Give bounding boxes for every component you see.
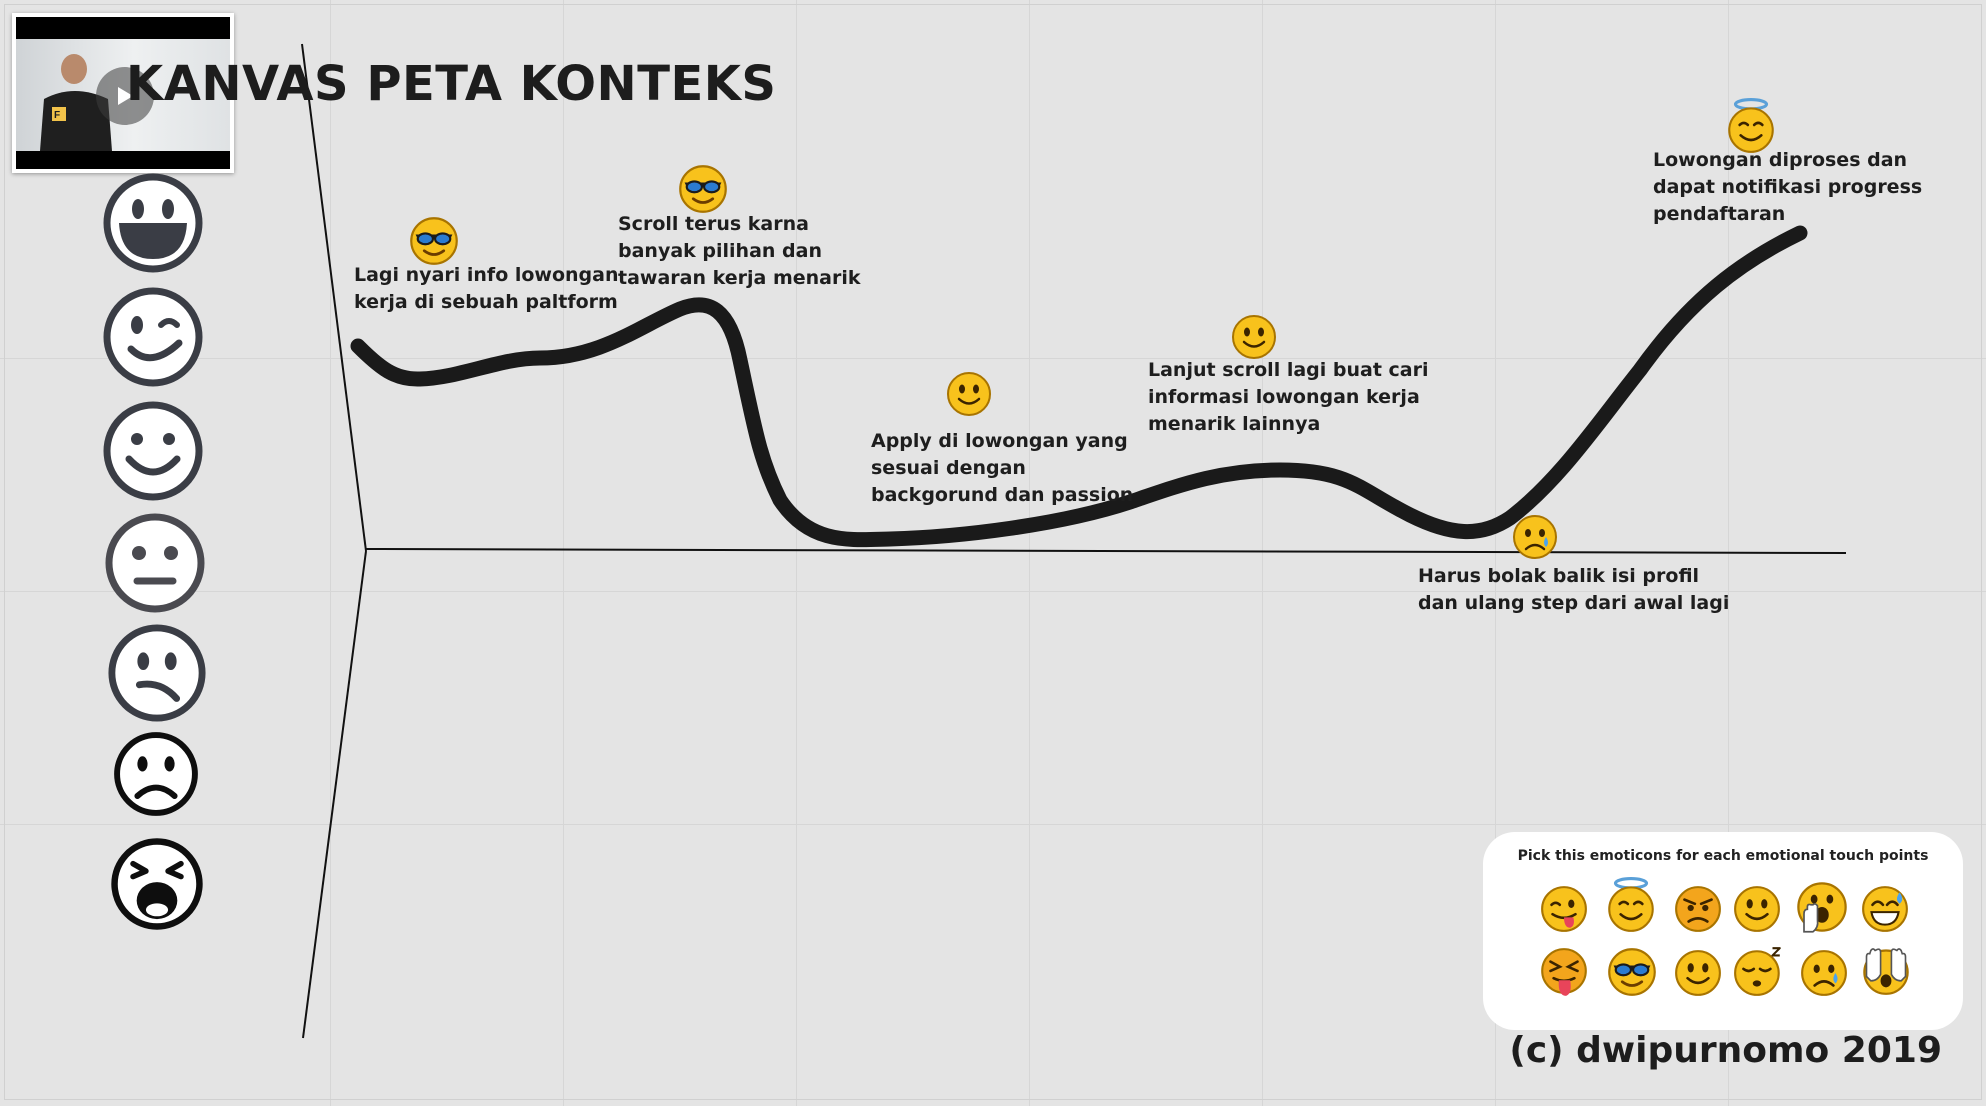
presenter-figure: F bbox=[40, 54, 112, 151]
slightly-sad-face-icon bbox=[108, 624, 206, 722]
note-line: informasi lowongan kerja bbox=[1148, 386, 1420, 408]
sad-tear-face-icon bbox=[1513, 515, 1557, 559]
sunglasses-face-icon bbox=[679, 165, 727, 213]
svg-text:F: F bbox=[54, 110, 60, 121]
sunglasses-face-icon[interactable] bbox=[1606, 946, 1658, 998]
touchpoint-note-3: Apply di lowongan yang sesuai dengan bac… bbox=[871, 428, 1133, 509]
grid-line bbox=[330, 0, 331, 1106]
smiling-face-icon[interactable] bbox=[1732, 884, 1782, 934]
smiling-face-icon bbox=[103, 401, 203, 501]
note-line: Lowongan diproses dan bbox=[1653, 149, 1908, 171]
canvas-frame bbox=[4, 4, 1982, 1100]
grid-line bbox=[0, 358, 1986, 359]
scared-hands-face-icon[interactable] bbox=[1860, 944, 1912, 996]
note-line: kerja di sebuah paltform bbox=[354, 291, 618, 313]
note-line: Apply di lowongan yang bbox=[871, 430, 1128, 452]
note-line: banyak pilihan dan bbox=[618, 240, 822, 262]
copyright-text: (c) dwipurnomo 2019 bbox=[1509, 1030, 1942, 1071]
smiling-face-icon bbox=[947, 372, 991, 416]
grid-line bbox=[1029, 0, 1030, 1106]
crying-face-icon bbox=[111, 838, 203, 930]
note-line: tawaran kerja menarik bbox=[618, 267, 861, 289]
sunglasses-face-icon bbox=[410, 217, 458, 265]
grid-line bbox=[0, 824, 1986, 825]
sleeping-face-icon[interactable] bbox=[1732, 944, 1786, 998]
sad-tear-face-icon[interactable] bbox=[1799, 948, 1849, 998]
play-button[interactable] bbox=[96, 67, 154, 125]
touchpoint-note-2: Scroll terus karna banyak pilihan dan ta… bbox=[618, 211, 861, 292]
play-icon bbox=[118, 87, 133, 105]
tongue-face-icon[interactable] bbox=[1539, 884, 1589, 934]
grid-line bbox=[0, 591, 1986, 592]
note-line: dapat notifikasi progress bbox=[1653, 176, 1923, 198]
note-line: Lanjut scroll lagi buat cari bbox=[1148, 359, 1429, 381]
laughing-face-icon bbox=[103, 173, 203, 273]
halo-face-icon[interactable] bbox=[1606, 876, 1656, 934]
x-axis bbox=[365, 548, 1847, 554]
emoticon-picker-panel: Pick this emoticons for each emotional t… bbox=[1483, 832, 1963, 1030]
halo-face-icon bbox=[1728, 98, 1774, 153]
note-line: backgorund dan passion bbox=[871, 484, 1134, 506]
winking-face-icon bbox=[103, 287, 203, 387]
grid-line bbox=[1262, 0, 1263, 1106]
y-axis-lower bbox=[302, 550, 367, 1039]
touchpoint-note-6: Lowongan diproses dan dapat notifikasi p… bbox=[1653, 147, 1922, 228]
video-thumbnail[interactable]: F bbox=[12, 13, 234, 173]
smiling-face-icon[interactable] bbox=[1673, 948, 1723, 998]
note-line: menarik lainnya bbox=[1148, 413, 1321, 435]
touchpoint-note-1: Lagi nyari info lowongan kerja di sebuah… bbox=[354, 262, 619, 316]
touchpoint-note-4: Lanjut scroll lagi buat cari informasi l… bbox=[1148, 357, 1429, 438]
neutral-face-icon bbox=[105, 513, 205, 613]
note-line: Scroll terus karna bbox=[618, 213, 809, 235]
emotion-curve bbox=[350, 225, 1808, 548]
note-line: Harus bolak balik isi profil bbox=[1418, 565, 1700, 587]
y-axis-upper bbox=[301, 43, 367, 552]
touchpoint-note-5: Harus bolak balik isi profil dan ulang s… bbox=[1418, 563, 1729, 617]
note-line: dan ulang step dari awal lagi bbox=[1418, 592, 1730, 614]
squinting-tongue-face-icon[interactable] bbox=[1539, 946, 1589, 1000]
video-frame: F bbox=[16, 17, 230, 169]
frowning-face-icon bbox=[114, 732, 198, 816]
note-line: Lagi nyari info lowongan bbox=[354, 264, 619, 286]
grid-line bbox=[563, 0, 564, 1106]
grid-line bbox=[796, 0, 797, 1106]
grinning-sweat-face-icon[interactable] bbox=[1860, 884, 1910, 934]
angry-face-icon[interactable] bbox=[1673, 884, 1723, 934]
picker-title: Pick this emoticons for each emotional t… bbox=[1517, 848, 1929, 864]
note-line: pendaftaran bbox=[1653, 203, 1786, 225]
surprised-hand-face-icon[interactable] bbox=[1795, 880, 1849, 934]
note-line: sesuai dengan bbox=[871, 457, 1026, 479]
page-title: KANVAS PETA KONTEKS bbox=[126, 56, 777, 112]
smiling-face-icon bbox=[1232, 315, 1276, 359]
